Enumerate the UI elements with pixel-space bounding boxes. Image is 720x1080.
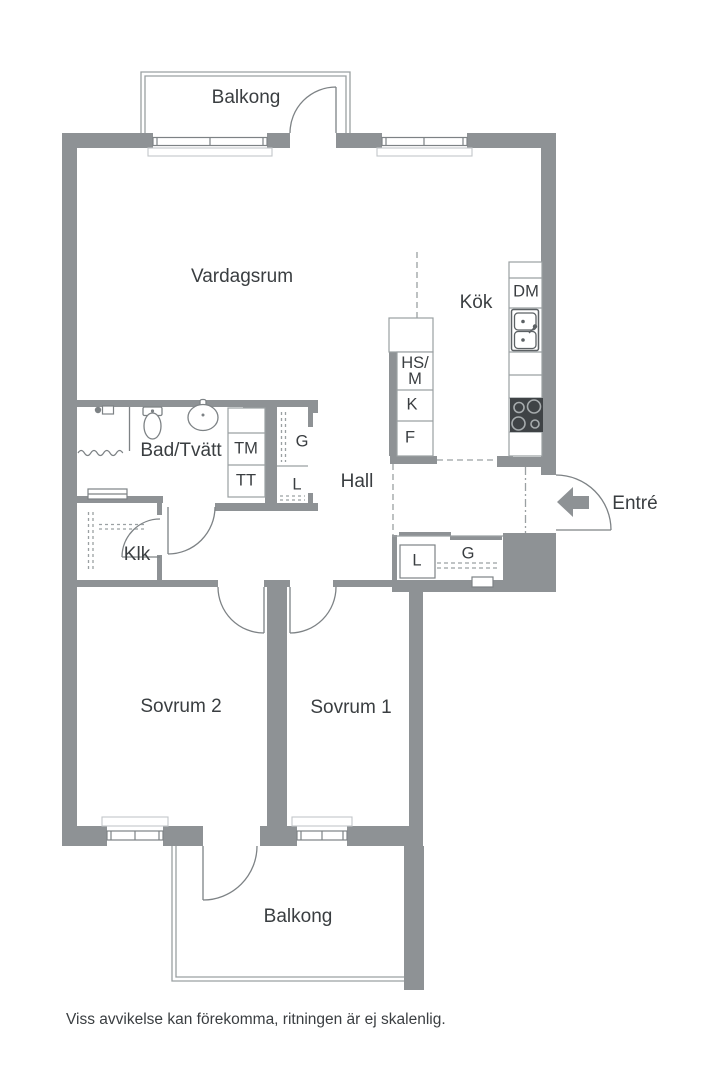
living-room-label: Vardagsrum bbox=[190, 266, 294, 287]
window-living-room bbox=[147, 133, 273, 157]
hall-closet bbox=[392, 535, 503, 588]
linen-bathroom-label: L bbox=[292, 475, 302, 494]
shower-icon bbox=[77, 405, 131, 457]
window-bedroom2 bbox=[101, 816, 169, 846]
balcony-top-door bbox=[289, 86, 337, 134]
tall-cabinet-line2: M bbox=[408, 370, 422, 388]
disclaimer-text: Viss avvikelse kan förekomma, ritningen … bbox=[66, 1011, 446, 1028]
stove-icon bbox=[510, 398, 543, 432]
dishwasher-label: DM bbox=[513, 282, 539, 301]
bathroom-fixtures bbox=[77, 398, 308, 500]
bathroom-label: Bad/Tvätt bbox=[140, 440, 222, 461]
washer-label: TM bbox=[234, 439, 258, 458]
washbasin-icon bbox=[187, 398, 219, 432]
windows bbox=[101, 133, 473, 846]
window-kitchen bbox=[376, 133, 473, 157]
radiator-hall bbox=[471, 576, 494, 588]
walk-in-closet-label: Klk bbox=[123, 544, 151, 565]
wardrobe-bathroom-label: G bbox=[295, 432, 309, 451]
linen-hall-label: L bbox=[412, 551, 422, 570]
entry-arrow-icon bbox=[557, 487, 589, 517]
hall-label: Hall bbox=[340, 471, 374, 492]
balcony-bottom-door bbox=[202, 845, 258, 901]
door-swings bbox=[121, 86, 612, 901]
closet-door bbox=[121, 518, 161, 558]
entrance-door bbox=[555, 474, 612, 531]
kitchen-cabinets bbox=[388, 261, 543, 457]
sink-unit-icon bbox=[510, 308, 540, 352]
bathroom-door bbox=[167, 506, 216, 555]
bedroom1-label: Sovrum 1 bbox=[310, 697, 392, 718]
bedroom1-door bbox=[289, 586, 337, 634]
dryer-label: TT bbox=[235, 471, 257, 490]
radiator-bathroom bbox=[87, 488, 128, 500]
entrance-label: Entré bbox=[612, 493, 658, 514]
balcony-bottom-label: Balkong bbox=[263, 906, 333, 927]
window-bedroom1 bbox=[291, 816, 353, 846]
door-openings bbox=[203, 133, 556, 846]
bedroom2-door bbox=[217, 586, 265, 634]
wardrobe-hall-label: G bbox=[461, 544, 475, 563]
tall-cabinet-label: HS/M bbox=[401, 354, 429, 388]
balcony-top-outline bbox=[140, 71, 351, 133]
freezer-label: F bbox=[404, 428, 416, 447]
tall-cabinet-line1: HS/ bbox=[401, 354, 429, 372]
kitchen-label: Kök bbox=[459, 292, 493, 313]
linen-cabinet-hall bbox=[399, 544, 436, 579]
balcony-bottom-outline bbox=[171, 846, 404, 982]
toilet-icon bbox=[142, 406, 163, 440]
fridge-label: K bbox=[406, 395, 418, 414]
balcony-top-label: Balkong bbox=[211, 87, 281, 108]
bedroom2-label: Sovrum 2 bbox=[140, 696, 222, 717]
